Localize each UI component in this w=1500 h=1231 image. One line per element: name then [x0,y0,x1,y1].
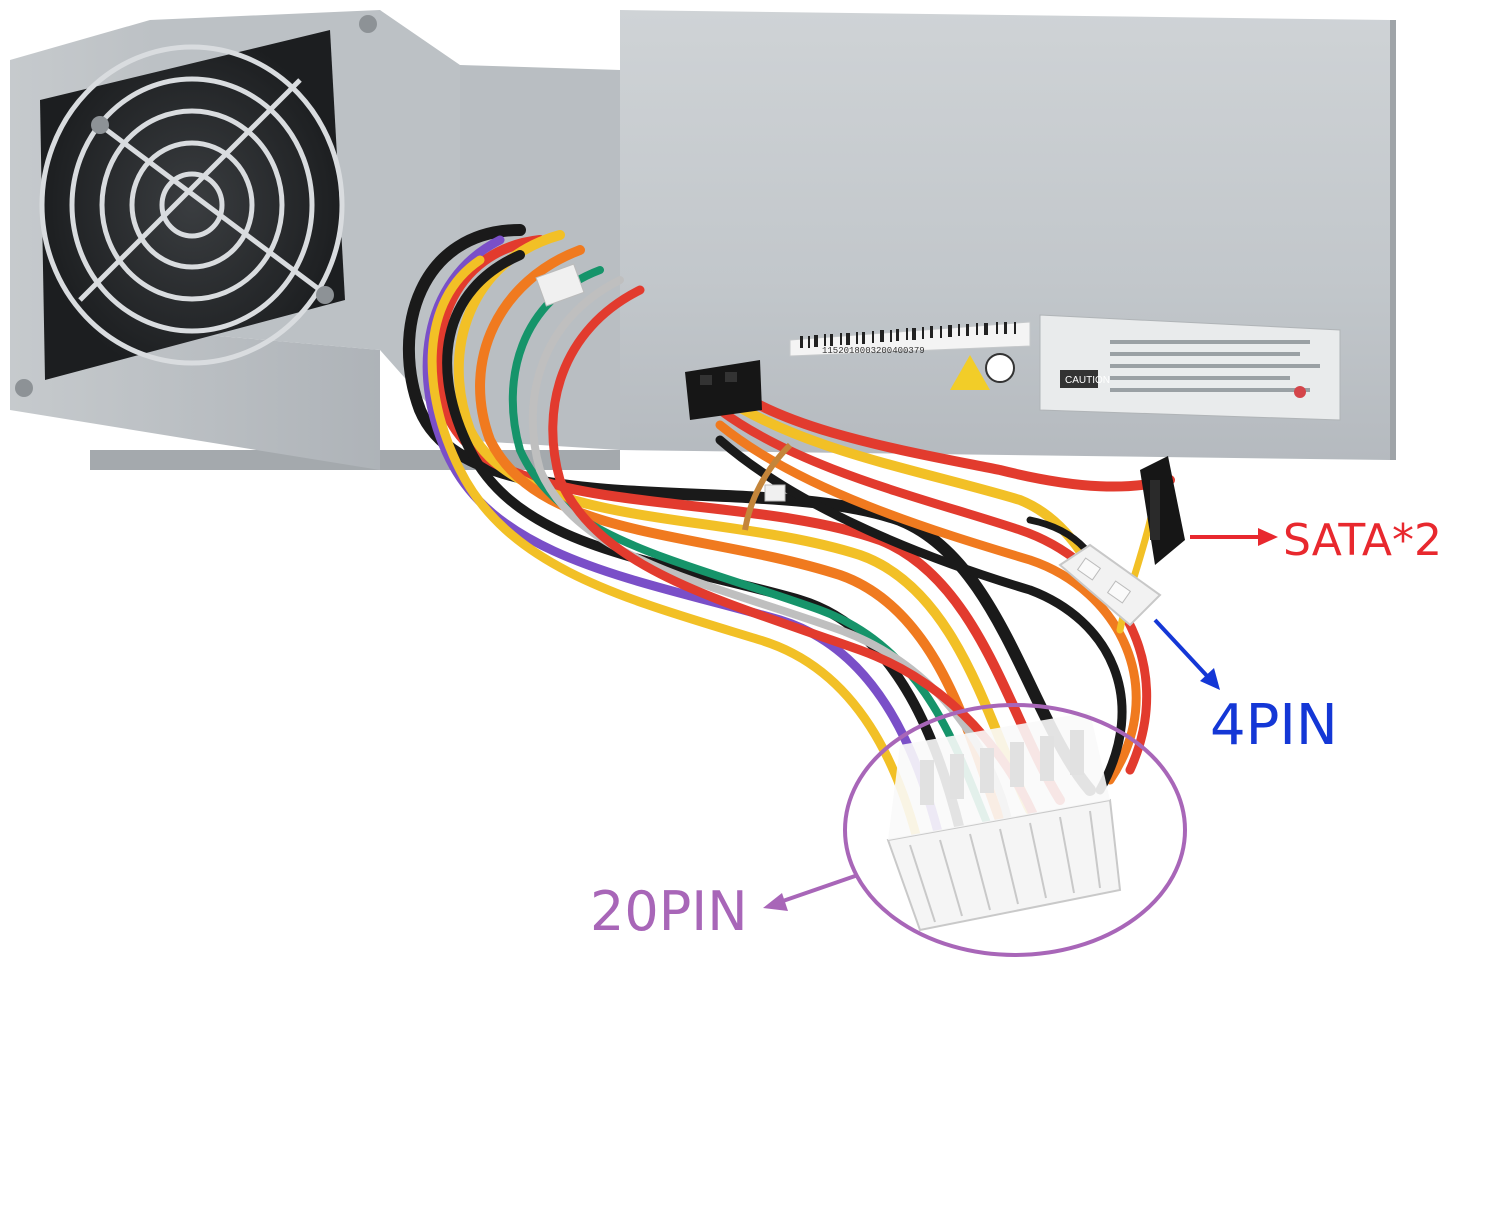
four-pin-callout-label: 4PIN [1210,693,1338,758]
four-pin-connector [1058,543,1162,627]
sata-connector [1140,456,1185,565]
caution-text: CAUTION [1065,375,1110,386]
twenty-pin-highlight-circle [843,703,1187,957]
cooling-fan-icon [15,15,377,397]
twenty-pin-connector [886,712,1122,932]
four-pin-arrow-icon [1153,618,1220,690]
serial-text: 1152018003200400379 [822,346,925,356]
spec-label: CAUTION [950,314,1341,421]
sata-arrow-icon [1190,528,1278,546]
molex-connector [685,360,762,420]
serial-barcode: 1152018003200400379 [789,321,1031,357]
twenty-pin-callout-label: 20PIN [590,880,748,943]
cable-tie [535,263,793,531]
sata-callout-label: SATA*2 [1283,515,1442,566]
twenty-pin-arrow-icon [763,873,859,911]
